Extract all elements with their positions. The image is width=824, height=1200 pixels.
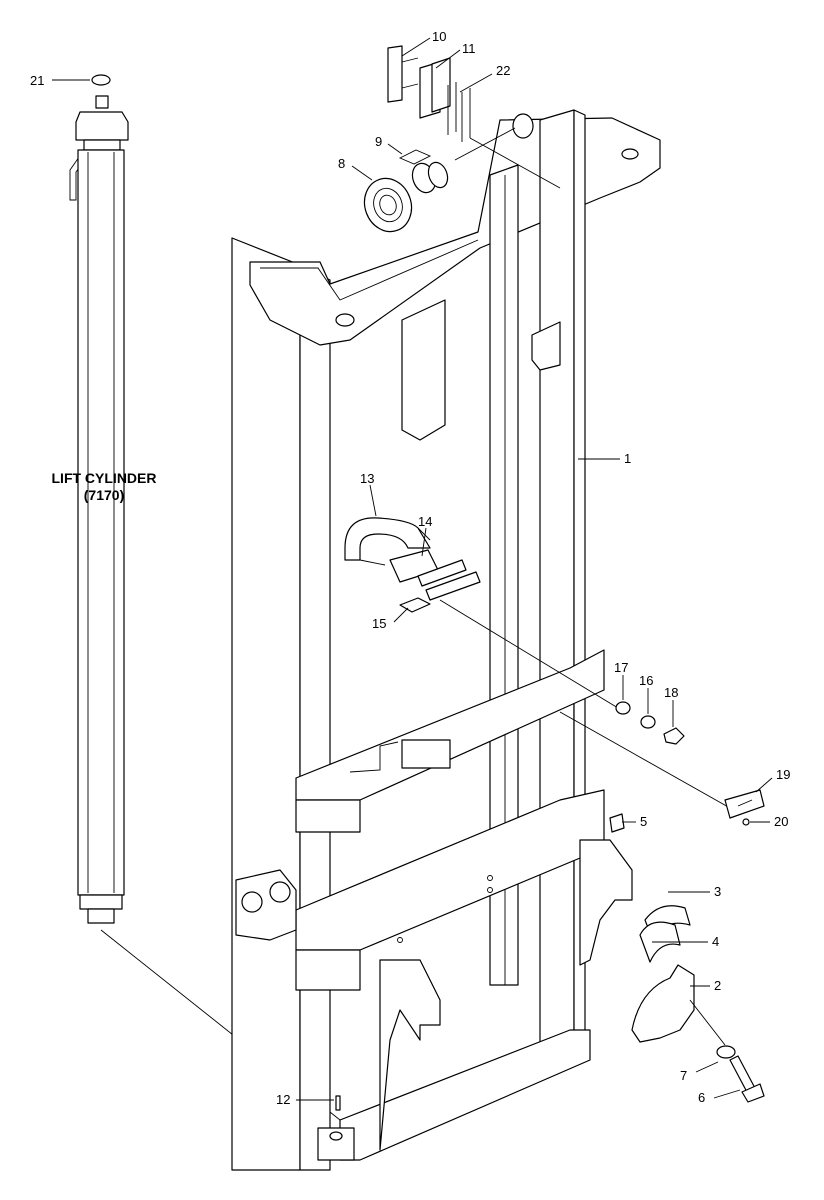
callout-14: 14	[418, 514, 432, 529]
top-shim-parts	[363, 45, 561, 233]
plate-15	[425, 571, 481, 601]
callout-13: 13	[360, 471, 374, 486]
callout-6: 6	[698, 1090, 705, 1105]
callout-16: 16	[639, 673, 653, 688]
washer-7	[716, 1045, 736, 1059]
callout-19: 19	[776, 767, 790, 782]
callout-5: 5	[640, 814, 647, 829]
shim-22	[447, 82, 471, 142]
lift-cylinder-label: LIFT CYLINDER	[52, 470, 157, 486]
lift-cylinder-ref: (7170)	[84, 487, 124, 503]
callout-8: 8	[338, 156, 345, 171]
shim-9	[398, 149, 432, 165]
pin-12	[335, 1095, 341, 1111]
washer-17	[615, 701, 631, 715]
lift-cylinder: LIFT CYLINDER (7170)	[52, 74, 341, 1121]
plate-19	[724, 789, 765, 819]
screw-20	[742, 818, 750, 826]
cap-2	[631, 964, 695, 1043]
callout-10: 10	[432, 29, 446, 44]
outer-mast	[231, 109, 661, 1171]
callouts: 1 2 3 4 5 6 7 8 9 10 11 12 13	[30, 29, 790, 1107]
callout-15: 15	[372, 616, 386, 631]
callout-11: 11	[462, 41, 476, 56]
bearing-8	[363, 177, 413, 233]
nut-18	[663, 727, 685, 745]
callout-20: 20	[774, 814, 788, 829]
callout-21: 21	[30, 73, 44, 88]
callout-3: 3	[714, 884, 721, 899]
o-ring-21	[91, 74, 111, 86]
plate-10	[387, 45, 403, 103]
callout-9: 9	[375, 134, 382, 149]
callout-22: 22	[496, 63, 510, 78]
clamp-parts	[344, 517, 619, 709]
callout-2: 2	[714, 978, 721, 993]
fitting-5	[609, 813, 625, 833]
callout-17: 17	[614, 660, 628, 675]
clamp-13	[344, 517, 431, 561]
callout-1: 1	[624, 451, 631, 466]
callout-18: 18	[664, 685, 678, 700]
right-parts	[335, 701, 765, 1111]
callout-7: 7	[680, 1068, 687, 1083]
washer-16	[640, 715, 656, 729]
callout-4: 4	[712, 934, 719, 949]
callout-12: 12	[276, 1092, 290, 1107]
